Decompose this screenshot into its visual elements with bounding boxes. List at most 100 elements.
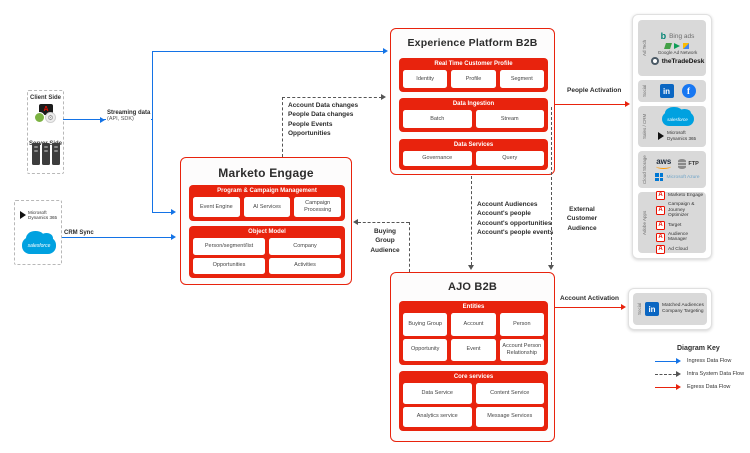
dynamics-icon [20, 211, 26, 220]
chip-opportunity: Opportunity [403, 338, 448, 361]
matched-audiences-label: Matched Audiences [662, 303, 704, 309]
dynamics-dest-label: Microsoft Dynamics 365 [667, 130, 697, 141]
chip-segment: Segment [499, 70, 544, 88]
adobe-tag-icon: A [39, 104, 53, 115]
aws-logo: aws [656, 158, 671, 169]
chip-event-engine: Event Engine [193, 197, 240, 217]
aep-section-ingestion: Data Ingestion Batch Stream [399, 98, 548, 132]
key-egress-line [655, 386, 676, 388]
android-icon [34, 112, 45, 123]
bing-icon: b [660, 31, 667, 41]
streaming-sub-label: (API, SDK) [107, 116, 134, 122]
adobe-app-marketo: A Marketo Engage [651, 190, 704, 200]
company-targeting-label: Company Targeting [662, 309, 704, 314]
azure-logo: Microsoft Azure [655, 173, 700, 181]
group-cloud-storage: Cloud Storage aws FTP Microsoft Azure [638, 151, 706, 188]
facebook-icon: f [681, 84, 696, 98]
adobe-app-label: Audience Manager [668, 232, 689, 243]
destinations-panel: Ad Tech b Bing ads Google Ad Network the… [632, 14, 712, 259]
google-ad-network-label: Google Ad Network [657, 50, 698, 55]
buying-group-hline [358, 222, 409, 223]
linkedin-matched-icon: in [645, 302, 659, 316]
chip-query: Query [475, 151, 544, 166]
key-intra-line [655, 373, 676, 375]
ingress-to-aep-line [152, 51, 384, 52]
chip-batch: Batch [403, 110, 472, 128]
flow-label: People Data changes [288, 111, 354, 119]
account-activation-line [555, 307, 622, 308]
aep-to-ajo-vline [471, 176, 472, 265]
chip-account-person-relationship: Account Person Relationship [499, 338, 544, 361]
salesforce-label: salesforce [27, 242, 51, 249]
key-ingress-label: Ingress Data Flow [687, 358, 732, 364]
group-ad-tech-label: Ad Tech [642, 39, 647, 57]
salesforce-dest-label: salesforce [667, 116, 688, 122]
key-ingress-line [655, 360, 676, 362]
dynamics-dest-icon [658, 131, 664, 140]
aep-section-services: Data Services Governance Query [399, 139, 548, 170]
aep-section-rtcp-title: Real Time Customer Profile [434, 61, 513, 67]
people-activation-label: People Activation [567, 87, 622, 94]
crm-sync-line [62, 237, 172, 238]
salesforce-dest-logo: salesforce [661, 107, 694, 127]
adobe-app-campaign-journey: A Campaign & Journey Optimizer [651, 202, 704, 218]
chip-analytics-service: Analytics service [403, 406, 472, 427]
external-audience-label: External Customer Audience [566, 206, 598, 232]
marketo-section-pcm-title: Program & Campaign Management [217, 188, 317, 194]
client-server-box: Client Side A ⚙ Server Side [27, 90, 64, 174]
adobe-app-audience-manager: A Audience Manager [651, 232, 704, 243]
flow-label: Account Audiences [477, 201, 538, 208]
marketo-section-pcm: Program & Campaign Management Event Engi… [189, 185, 345, 221]
ingress-to-aep-arrow [383, 48, 388, 54]
adobe-a-icon: A [656, 245, 665, 255]
external-audience-vline [551, 107, 552, 265]
aep-section-rtcp: Real Time Customer Profile Identity Prof… [399, 58, 548, 92]
adobe-a-icon: A [656, 220, 665, 230]
tradedesk-label: theTradeDesk [661, 57, 705, 65]
marketo-to-aep-arrow [381, 94, 386, 100]
account-activation-graybox: Social in Matched Audiences Company Targ… [633, 293, 707, 325]
ftp-database-icon [678, 158, 687, 169]
adobe-a-icon: A [656, 190, 665, 200]
marketo-section-object-model: Object Model Person/segment/list Company… [189, 226, 345, 278]
dynamics-dest-logo: Microsoft Dynamics 365 [658, 130, 697, 141]
flow-label: Account's people events [477, 229, 554, 237]
flow-label: Account's opportunities [477, 219, 552, 227]
buying-group-arrow [353, 219, 358, 225]
people-activation-arrow [625, 101, 630, 107]
server-icon [52, 143, 60, 165]
server-icon [42, 143, 50, 165]
bing-ads-logo: b Bing ads [661, 31, 695, 41]
server-icons [32, 143, 60, 165]
group-ad-tech: Ad Tech b Bing ads Google Ad Network the… [638, 20, 706, 76]
chip-data-service: Data Service [403, 383, 472, 404]
aep-section-ingestion-title: Data Ingestion [452, 101, 495, 107]
aep-to-ajo-labels: Account Audiences Account's people Accou… [477, 200, 553, 238]
chip-company: Company [269, 238, 341, 255]
streaming-label: Streaming data [107, 110, 151, 116]
linkedin-icon: in [659, 84, 674, 98]
chip-campaign-processing: Campaign Processing [294, 197, 342, 217]
ftp-label: FTP [688, 160, 699, 167]
key-egress-row: Egress Data Flow [655, 384, 730, 390]
crm-source-box: Microsoft Dynamics 365 salesforce [14, 200, 62, 265]
key-intra-row: Intra System Data Flow [655, 371, 744, 377]
adobe-app-label: Campaign & Journey Optimizer [668, 202, 695, 218]
group-adobe-apps-label: Adobe Apps [642, 210, 647, 235]
streaming-arrow [100, 117, 105, 123]
account-activation-label: Account Activation [560, 295, 619, 302]
salesforce-logo: salesforce [22, 231, 56, 254]
aep-box: Experience Platform B2B Real Time Custom… [390, 28, 555, 175]
ajo-section-core-title: Core services [453, 374, 494, 380]
ingress-to-marketo-line [152, 212, 172, 213]
ajo-box: AJO B2B Entities Buying Group Account Pe… [390, 272, 555, 442]
tradedesk-logo: theTradeDesk [650, 57, 705, 65]
aws-smile-icon [656, 164, 672, 169]
key-intra-label: Intra System Data Flow [687, 371, 745, 377]
marketo-title: Marketo Engage [218, 166, 314, 180]
crm-sync-label: CRM Sync [64, 230, 94, 236]
people-activation-line [555, 104, 626, 105]
marketo-section-object-model-title: Object Model [248, 229, 286, 235]
ingress-to-marketo-arrow [171, 209, 176, 215]
